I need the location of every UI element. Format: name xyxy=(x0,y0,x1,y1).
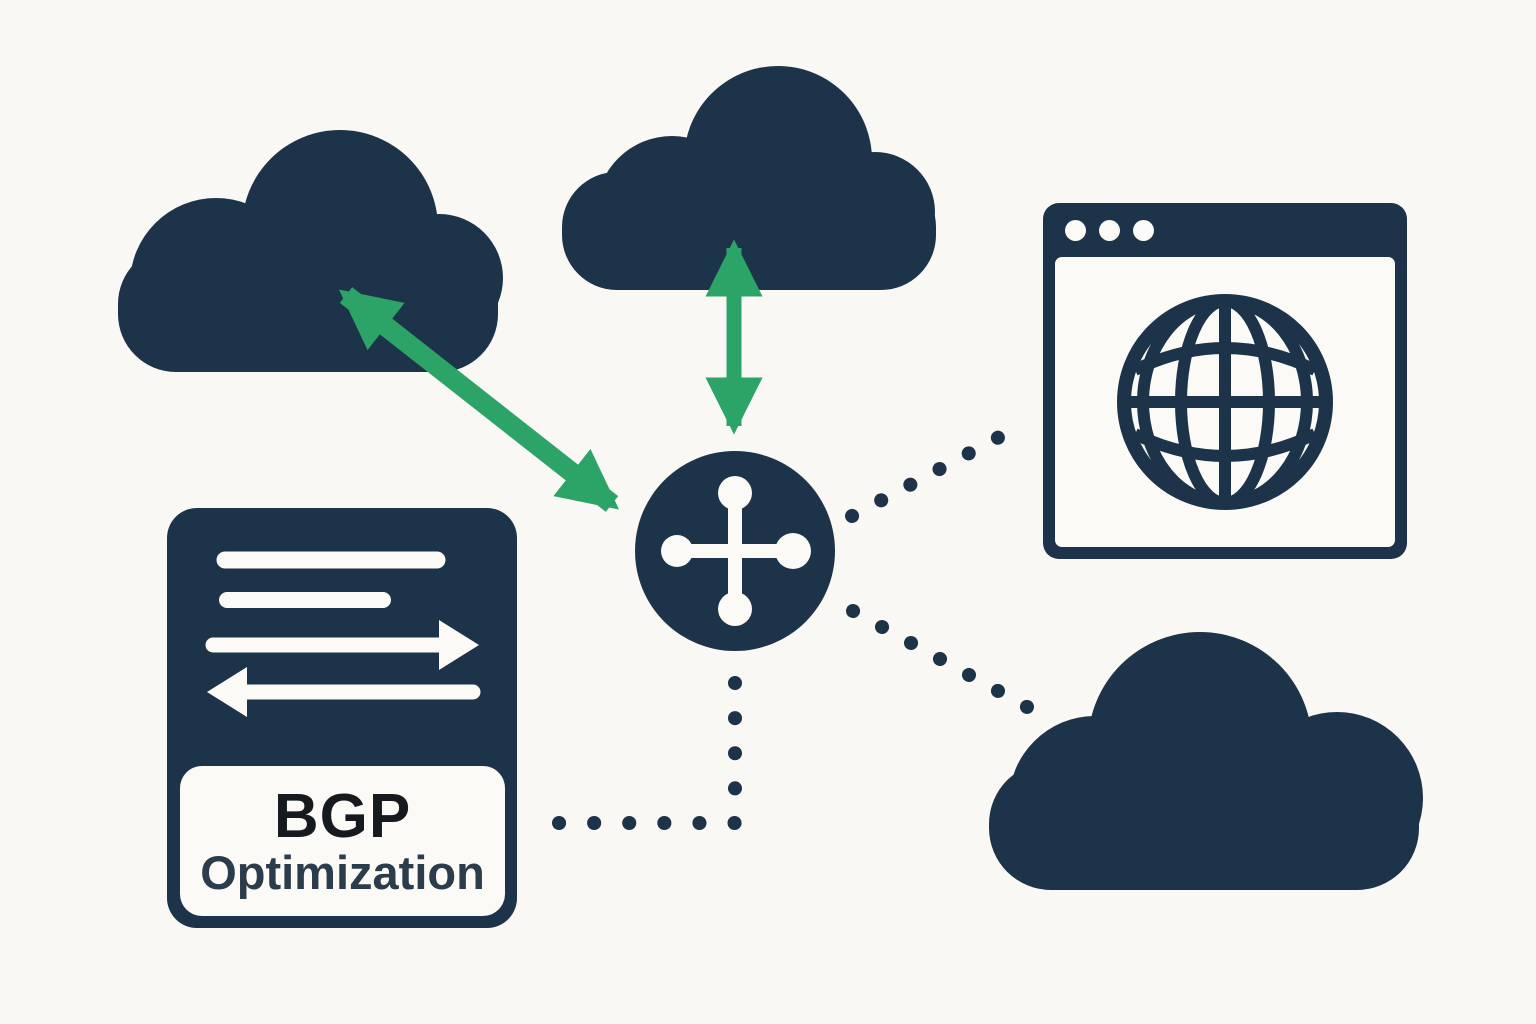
arrow-left-icon xyxy=(207,667,481,717)
globe-icon xyxy=(1117,294,1333,510)
window-control-dot xyxy=(1133,219,1154,241)
dotted-line-router-browser xyxy=(845,421,1023,523)
bgp-card-label-panel: BGP Optimization xyxy=(180,766,505,916)
bgp-card-subtitle: Optimization xyxy=(200,845,485,899)
bgp-card: BGP Optimization xyxy=(167,508,517,928)
cloud-top-center xyxy=(562,66,936,290)
window-control-dot xyxy=(1065,219,1086,241)
browser-window xyxy=(1043,203,1407,559)
bgp-card-title: BGP xyxy=(273,781,412,851)
arrow-right-icon xyxy=(205,620,479,670)
dotted-line-router-bgp-card xyxy=(546,676,742,830)
cloud-icon xyxy=(118,130,503,372)
browser-titlebar xyxy=(1043,203,1407,257)
browser-viewport xyxy=(1055,257,1395,547)
window-control-dot xyxy=(1099,219,1120,241)
route-exchange-arrows-icon xyxy=(205,551,481,717)
cloud-icon xyxy=(989,632,1423,890)
cloud-bottom-right xyxy=(989,632,1423,890)
cloud-icon xyxy=(562,66,936,290)
router-node xyxy=(635,451,835,651)
router-cross-icon xyxy=(635,451,835,651)
cloud-top-left xyxy=(118,130,503,372)
